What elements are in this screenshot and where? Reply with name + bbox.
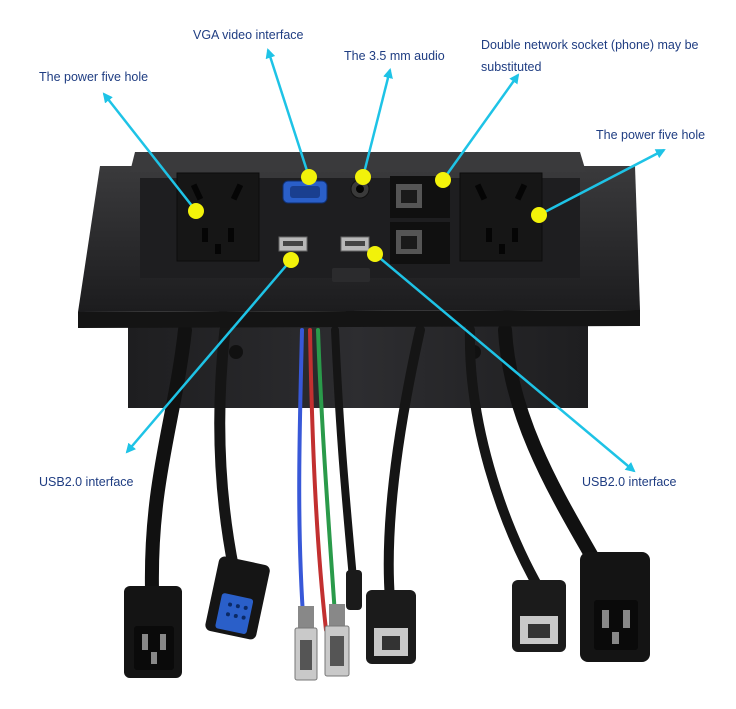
wire-green [316, 328, 338, 632]
label-usb-right: USB2.0 interface [582, 475, 677, 489]
arrow-usb-left [125, 259, 292, 454]
arrow-power-left [102, 92, 197, 212]
callout-arrows [102, 48, 666, 473]
label-vga: VGA video interface [193, 28, 304, 42]
vga-port [282, 180, 328, 204]
dot-power-right [531, 207, 547, 223]
dot-vga [301, 169, 317, 185]
audio-jack [346, 570, 362, 610]
wire-blue [297, 328, 306, 632]
cables [144, 323, 601, 632]
label-power-right: The power five hole [596, 128, 706, 142]
audio-cable [331, 326, 358, 594]
arrow-power-right [538, 148, 666, 217]
usb-port-left [278, 236, 308, 252]
vga-connector [205, 556, 270, 640]
dot-network [435, 172, 451, 188]
label-network: Double network socket (phone) may be sub… [481, 38, 699, 74]
usb-port-right [340, 236, 370, 252]
dot-usb-left [283, 252, 299, 268]
rj45-connector-right [512, 580, 566, 652]
label-usb-left: USB2.0 interface [39, 475, 134, 489]
dot-usb-right [367, 246, 383, 262]
usb-connector-right [324, 604, 350, 677]
housing-hole [229, 345, 243, 359]
label-audio: The 3.5 mm audio [344, 49, 445, 63]
power-cable-left [144, 323, 192, 597]
marker-dots [188, 169, 547, 268]
power-cable-right [498, 323, 601, 567]
arrow-network [441, 73, 520, 181]
arrow-usb-right [374, 253, 636, 473]
dot-audio [355, 169, 371, 185]
arrow-audio [361, 68, 393, 178]
network-cable-right [464, 325, 545, 595]
wire-red [308, 328, 328, 632]
power-plug-right [580, 552, 650, 662]
power-socket-left [176, 172, 260, 262]
label-power-left: The power five hole [39, 70, 149, 84]
power-socket-right [459, 172, 543, 262]
flip-lid [130, 152, 586, 172]
arrow-vga [265, 48, 311, 178]
pull-tab [332, 268, 370, 282]
rj45-connector-left [366, 590, 416, 664]
usb-connector-left [294, 606, 318, 681]
network-cable-left [383, 325, 425, 605]
dot-power-left [188, 203, 204, 219]
network-socket-bottom [390, 222, 450, 264]
frame-edge [78, 310, 640, 328]
vga-cable [214, 324, 240, 576]
power-plug-left [124, 586, 182, 678]
